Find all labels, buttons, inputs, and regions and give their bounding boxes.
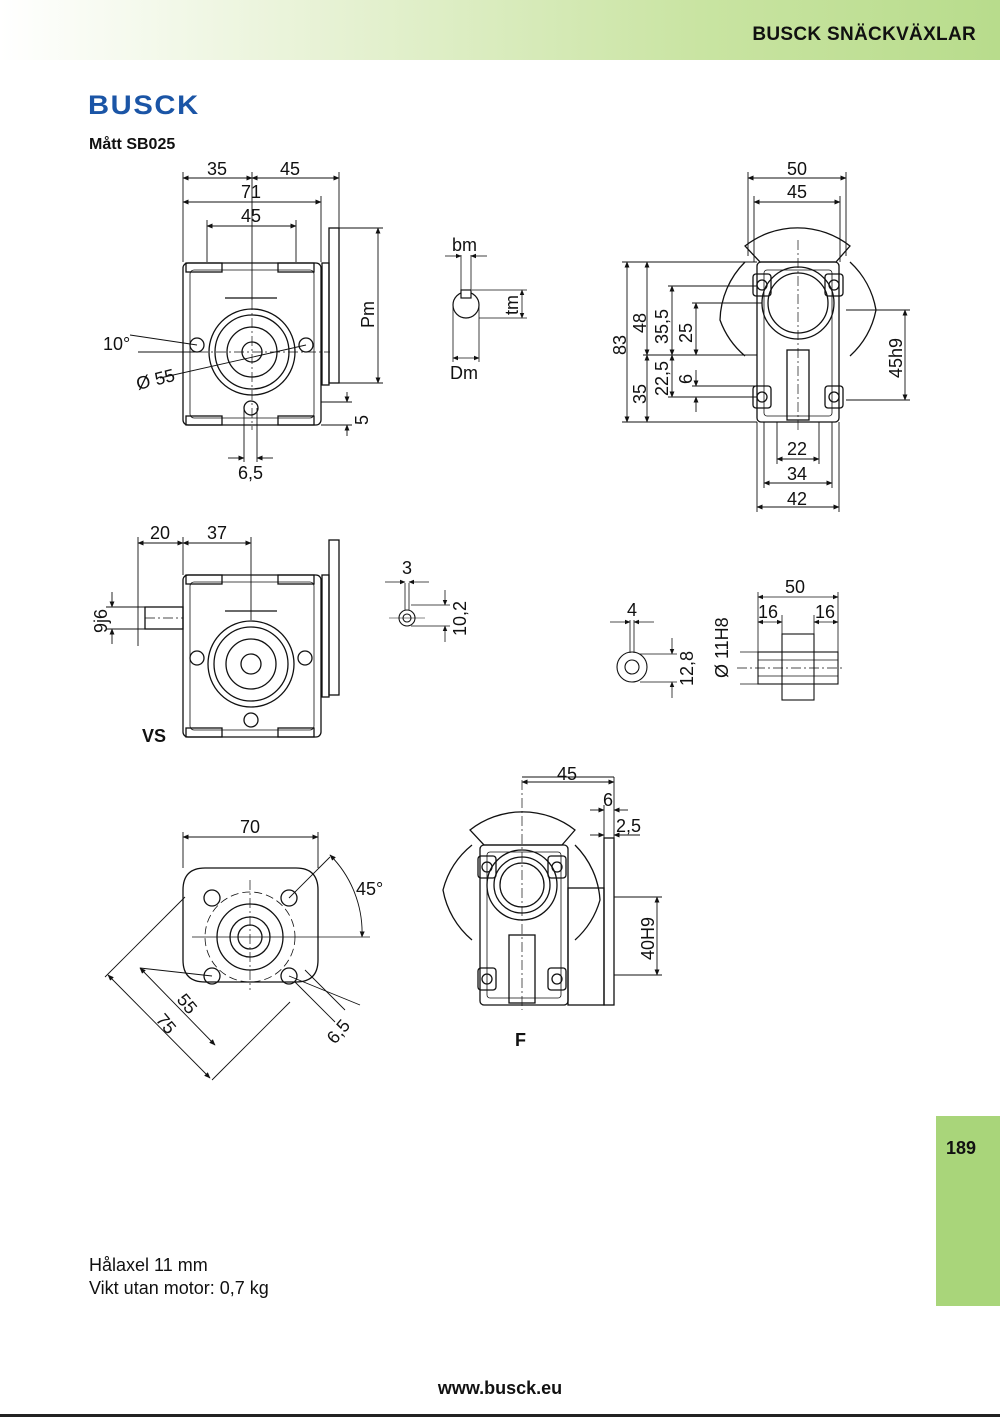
dim-34: 34 [787, 464, 807, 484]
dim-37: 37 [207, 523, 227, 543]
page-tab [936, 1116, 1000, 1306]
dim-9j6: 9j6 [91, 609, 111, 633]
dim-pm: Pm [358, 301, 378, 328]
dim-45-top: 45 [280, 159, 300, 179]
dim-22-5: 22,5 [652, 361, 672, 396]
key-detail [445, 253, 527, 362]
dim-5: 5 [352, 415, 372, 425]
dim-3: 3 [402, 558, 412, 578]
flange-dimensions [104, 832, 365, 1081]
vs-label: VS [142, 726, 166, 746]
dim-83: 83 [610, 335, 630, 355]
dim-4: 4 [627, 600, 637, 620]
dim-25: 25 [676, 323, 696, 343]
dim-6-5: 6,5 [238, 463, 263, 483]
vs-view [144, 539, 340, 738]
page-number: 189 [946, 1138, 977, 1158]
dim-16-left: 16 [758, 602, 778, 622]
dim-50-sleeve: 50 [785, 577, 805, 597]
side-dimensions [622, 172, 910, 512]
spec-weight: Vikt utan motor: 0,7 kg [89, 1278, 269, 1299]
dim-10-2: 10,2 [450, 601, 470, 636]
dim-dia-55: Ø 55 [134, 365, 177, 394]
dim-35: 35 [207, 159, 227, 179]
dim-6-5-flange: 6,5 [323, 1016, 354, 1048]
dim-45-f: 45 [557, 764, 577, 784]
dim-45: 45 [787, 182, 807, 202]
dim-angle-45: 45° [356, 879, 383, 899]
dim-16-right: 16 [815, 602, 835, 622]
dim-dm: Dm [450, 363, 478, 383]
dim-45-inner: 45 [241, 206, 261, 226]
dim-6: 6 [676, 374, 696, 384]
dim-42: 42 [787, 489, 807, 509]
dim-22: 22 [787, 439, 807, 459]
front-dimensions [129, 172, 383, 462]
dim-12-8: 12,8 [677, 651, 697, 686]
footer-rule [0, 1414, 1000, 1417]
flange-view [182, 867, 370, 990]
dim-70: 70 [240, 817, 260, 837]
vs-dimensions [106, 537, 252, 646]
sleeve-detail [610, 592, 845, 701]
dim-11h8: Ø 11H8 [712, 617, 732, 678]
footer-url[interactable]: www.busck.eu [437, 1378, 563, 1398]
header-band [0, 0, 1000, 60]
dim-48: 48 [630, 313, 650, 333]
dim-71: 71 [241, 182, 261, 202]
dim-75: 75 [152, 1010, 180, 1038]
f-view [442, 780, 615, 1010]
spec-weight-label: Vikt utan motor: [89, 1278, 215, 1298]
dim-20: 20 [150, 523, 170, 543]
dim-bm: bm [452, 235, 477, 255]
spec-hollow-shaft: Hålaxel 11 mm [89, 1255, 208, 1276]
f-label: F [515, 1030, 526, 1050]
dim-50: 50 [787, 159, 807, 179]
dim-35-5: 35,5 [652, 309, 672, 344]
dim-40h9: 40H9 [638, 917, 658, 960]
page-subtitle: Mått SB025 [89, 136, 176, 153]
dim-2-5: 2,5 [616, 816, 641, 836]
spec-weight-value: 0,7 kg [219, 1278, 269, 1298]
dim-tm: tm [502, 295, 522, 315]
f-dimensions [521, 776, 662, 976]
spec-hollow-label: Hålaxel [89, 1255, 150, 1275]
dim-angle-10: 10° [103, 334, 130, 354]
side-view [719, 227, 877, 430]
dim-35-side: 35 [630, 384, 650, 404]
dim-55-flange: 55 [173, 990, 201, 1018]
front-view [180, 227, 340, 430]
busck-logo: BUSCK [88, 90, 200, 120]
header-title: BUSCK SNÄCKVÄXLAR [752, 24, 976, 45]
dim-45h9: 45h9 [886, 338, 906, 378]
spec-hollow-value: 11 mm [154, 1255, 208, 1275]
dim-6-f: 6 [603, 790, 613, 810]
shaft-key-detail [385, 579, 450, 642]
